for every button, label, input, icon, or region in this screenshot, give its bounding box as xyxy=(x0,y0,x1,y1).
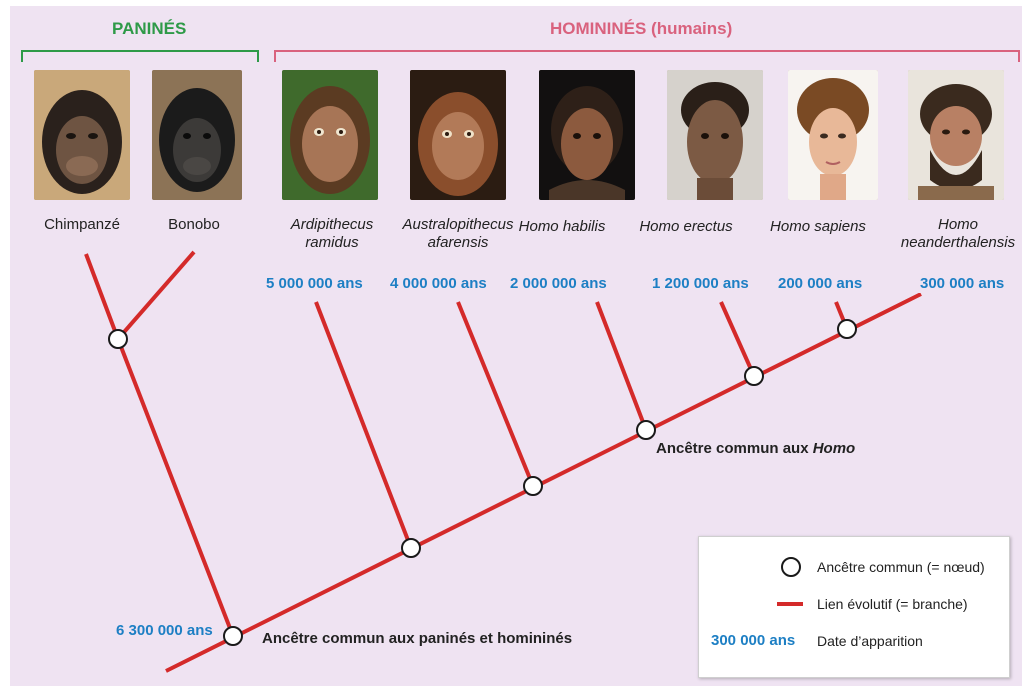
legend-row-branch: Lien évolutif (= branche) xyxy=(699,590,1009,620)
branch-homo-erectus xyxy=(721,302,754,376)
legend-node-symbol xyxy=(779,555,803,579)
legend-branch-symbol xyxy=(775,592,805,616)
node-homo-sapiens xyxy=(838,320,856,338)
branch-bonobo xyxy=(118,252,194,339)
branch-ardipithecus xyxy=(316,302,411,548)
node-australopithecus xyxy=(524,477,542,495)
legend: Ancêtre commun (= nœud) Lien évolutif (=… xyxy=(698,536,1010,678)
legend-node-label: Ancêtre commun (= nœud) xyxy=(817,559,985,575)
legend-date-label: Date d’apparition xyxy=(817,633,923,649)
branch-chimpanze xyxy=(86,254,118,339)
node-ardipithecus xyxy=(402,539,420,557)
node-homo xyxy=(637,421,655,439)
legend-branch-label: Lien évolutif (= branche) xyxy=(817,596,968,612)
legend-row-node: Ancêtre commun (= nœud) xyxy=(699,553,1009,583)
legend-date-sample: 300 000 ans xyxy=(711,632,795,649)
node-homo-erectus xyxy=(745,367,763,385)
date-homo-neanderthalensis: 300 000 ans xyxy=(918,275,1006,293)
branch-australopithecus xyxy=(458,302,533,486)
branch-homo-habilis xyxy=(597,302,646,430)
annotation-homo-ancestor-genus: Homo xyxy=(813,440,856,457)
date-ardipithecus: 5 000 000 ans xyxy=(264,275,365,293)
annotation-homo-ancestor: Ancêtre commun aux Homo xyxy=(656,440,855,457)
date-homo-sapiens: 200 000 ans xyxy=(776,275,864,293)
date-homo-habilis: 2 000 000 ans xyxy=(508,275,609,293)
node-root xyxy=(224,627,242,645)
date-homo-erectus: 1 200 000 ans xyxy=(650,275,751,293)
legend-row-date: 300 000 ans Date d’apparition xyxy=(699,627,1009,657)
node-panines xyxy=(109,330,127,348)
branch-panines-stem xyxy=(118,339,233,636)
annotation-homo-ancestor-text: Ancêtre commun aux xyxy=(656,440,813,457)
date-australopithecus: 4 000 000 ans xyxy=(388,275,489,293)
annotation-root-ancestor: Ancêtre commun aux paninés et homininés xyxy=(262,630,572,647)
date-root: 6 300 000 ans xyxy=(114,622,215,640)
